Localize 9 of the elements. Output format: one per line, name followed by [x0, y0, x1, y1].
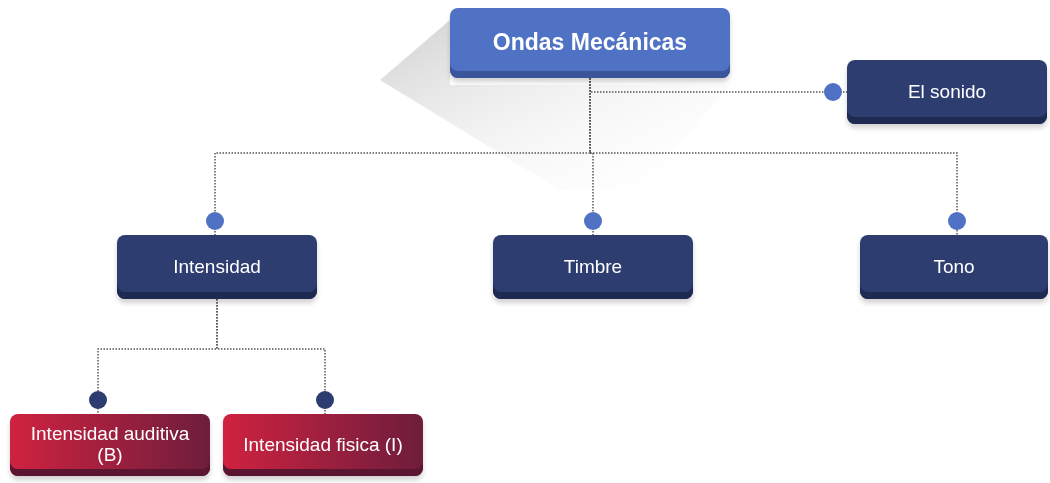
topic-box: Tono [860, 235, 1048, 299]
root-box: Ondas Mecánicas [450, 8, 730, 78]
topic-box: El sonido [847, 60, 1047, 124]
topic-box: Intensidad [117, 235, 317, 299]
connector [216, 298, 334, 415]
topic-box: Intensidad auditiva (B) [10, 414, 210, 476]
topic-box: Intensidad fisica (I) [223, 414, 423, 476]
topic-box: Timbre [493, 235, 693, 299]
connector [589, 77, 966, 236]
